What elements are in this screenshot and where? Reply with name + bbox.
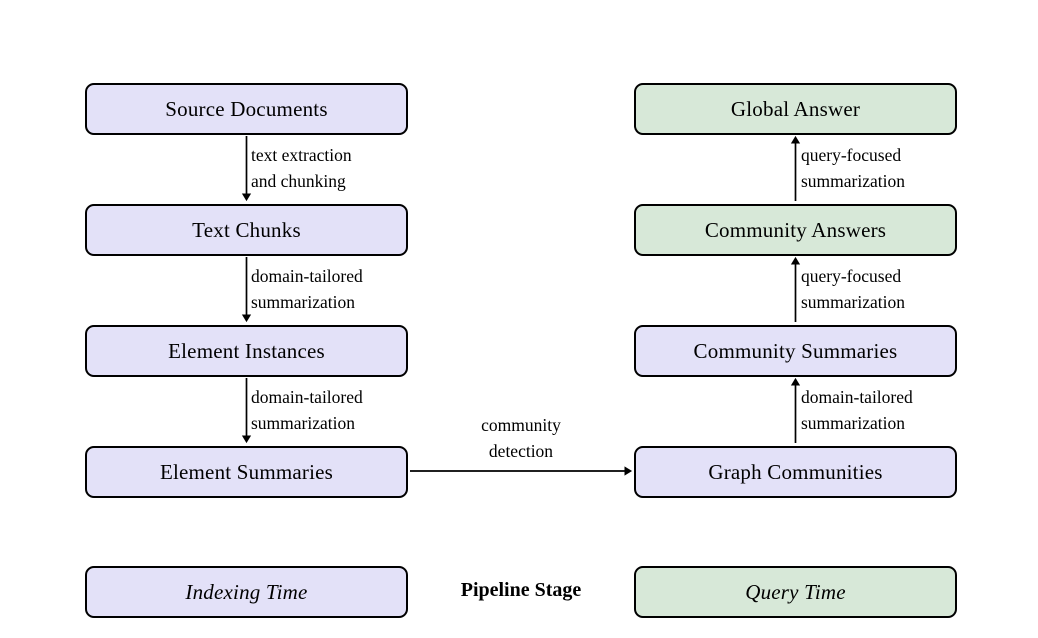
edge-label-line2: summarization [801, 292, 906, 312]
node-label: Source Documents [165, 96, 328, 121]
edge-label-community-summaries-to-answers: query-focused summarization [801, 263, 905, 315]
legend-label: Query Time [745, 579, 846, 604]
node-label: Global Answer [730, 96, 861, 121]
node-global-answer[interactable]: Global Answer [634, 83, 957, 135]
node-label: Element Summaries [159, 459, 334, 484]
node-element-instances[interactable]: Element Instances [85, 325, 408, 377]
edge-label-source-to-chunks: text extraction and chunking [251, 142, 352, 194]
node-label: Graph Communities [708, 459, 883, 484]
node-text-chunks[interactable]: Text Chunks [85, 204, 408, 256]
edge-label-line2: summarization [801, 171, 906, 191]
edge-label-line1: domain-tailored [251, 387, 363, 407]
edge-label-chunks-to-instances: domain-tailored summarization [251, 263, 363, 315]
node-element-summaries[interactable]: Element Summaries [85, 446, 408, 498]
edge-label-line1: domain-tailored [801, 387, 913, 407]
node-graph-communities[interactable]: Graph Communities [634, 446, 957, 498]
edge-label-line2: summarization [801, 413, 906, 433]
node-label: Community Answers [704, 217, 887, 242]
edge-label-line1: community [481, 415, 561, 435]
edge-label-line1: text extraction [251, 145, 352, 165]
edge-label-line1: query-focused [801, 145, 902, 165]
legend-query-time[interactable]: Query Time [634, 566, 957, 618]
node-label: Text Chunks [192, 217, 301, 242]
node-label: Community Summaries [693, 338, 898, 363]
edge-label-answers-to-global: query-focused summarization [801, 142, 905, 194]
edge-label-line1: query-focused [801, 266, 902, 286]
legend-indexing-time[interactable]: Indexing Time [85, 566, 408, 618]
edge-label-line2: summarization [251, 292, 356, 312]
edge-label-line2: detection [488, 441, 554, 461]
edge-label-line2: and chunking [251, 171, 346, 191]
node-label: Element Instances [168, 338, 325, 363]
edge-label-line2: summarization [251, 413, 356, 433]
node-source-documents[interactable]: Source Documents [85, 83, 408, 135]
edge-label-communities-to-community-summaries: domain-tailored summarization [801, 384, 913, 436]
edge-label-summaries-to-communities: community detection [481, 412, 561, 464]
node-community-answers[interactable]: Community Answers [634, 204, 957, 256]
legend-label: Indexing Time [185, 579, 308, 604]
edge-label-instances-to-summaries: domain-tailored summarization [251, 384, 363, 436]
edge-label-line1: domain-tailored [251, 266, 363, 286]
node-community-summaries[interactable]: Community Summaries [634, 325, 957, 377]
pipeline-stage-caption: Pipeline Stage [460, 579, 582, 601]
